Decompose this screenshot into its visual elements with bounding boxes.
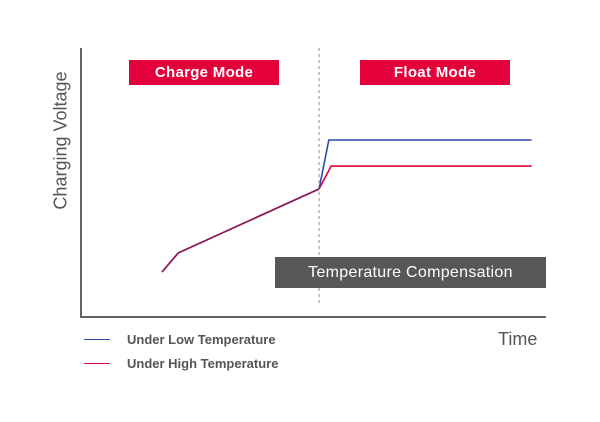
y-axis-title: Charging Voltage	[50, 71, 71, 210]
charge-mode-label: Charge Mode	[129, 60, 279, 85]
temperature-compensation-label: Temperature Compensation	[275, 257, 546, 288]
legend-swatch-high	[84, 363, 110, 364]
legend-swatch-low	[84, 339, 110, 340]
legend-label-high: Under High Temperature	[127, 356, 279, 371]
series-line-high-temperature	[318, 165, 532, 190]
legend-item-high: Under High Temperature	[84, 356, 278, 371]
series-line-shared-charge	[161, 188, 320, 273]
legend-item-low: Under Low Temperature	[84, 332, 276, 347]
series-line-low-temperature	[318, 139, 532, 190]
float-mode-label: Float Mode	[360, 60, 510, 85]
legend-label-low: Under Low Temperature	[127, 332, 276, 347]
x-axis-title: Time	[498, 329, 538, 349]
